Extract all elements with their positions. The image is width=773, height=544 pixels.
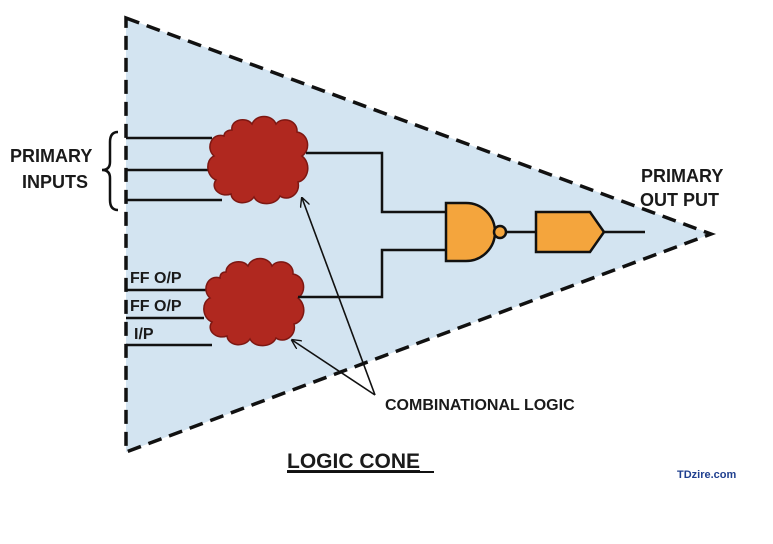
combinational-logic-cloud-bottom bbox=[203, 257, 305, 347]
primary-input-wires bbox=[126, 136, 222, 202]
cloud-to-gate-wires bbox=[298, 151, 448, 299]
primary-inputs-label-line2: INPUTS bbox=[22, 172, 88, 192]
primary-output-label-line2: OUT PUT bbox=[640, 190, 719, 210]
combinational-logic-cloud-top bbox=[207, 115, 309, 205]
nand-inversion-bubble bbox=[492, 224, 508, 240]
ff-input-wires bbox=[126, 288, 212, 347]
primary-inputs-brace bbox=[101, 130, 119, 212]
combinational-logic-arrows bbox=[292, 198, 376, 396]
input-label-ip: I/P bbox=[134, 326, 154, 343]
ff-output-label-1: FF O/P bbox=[130, 270, 182, 287]
primary-inputs-label-line1: PRIMARY bbox=[10, 146, 92, 166]
primary-output-label-line1: PRIMARY bbox=[641, 166, 723, 186]
diagram-title: LOGIC CONE bbox=[287, 450, 420, 473]
output-buffer bbox=[534, 210, 606, 254]
combinational-logic-label: COMBINATIONAL LOGIC bbox=[385, 397, 575, 414]
credit-text: TDzire.com bbox=[677, 469, 737, 481]
ff-output-label-2: FF O/P bbox=[130, 298, 182, 315]
logic-cone-shape bbox=[124, 15, 717, 455]
nand-gate bbox=[444, 201, 497, 263]
